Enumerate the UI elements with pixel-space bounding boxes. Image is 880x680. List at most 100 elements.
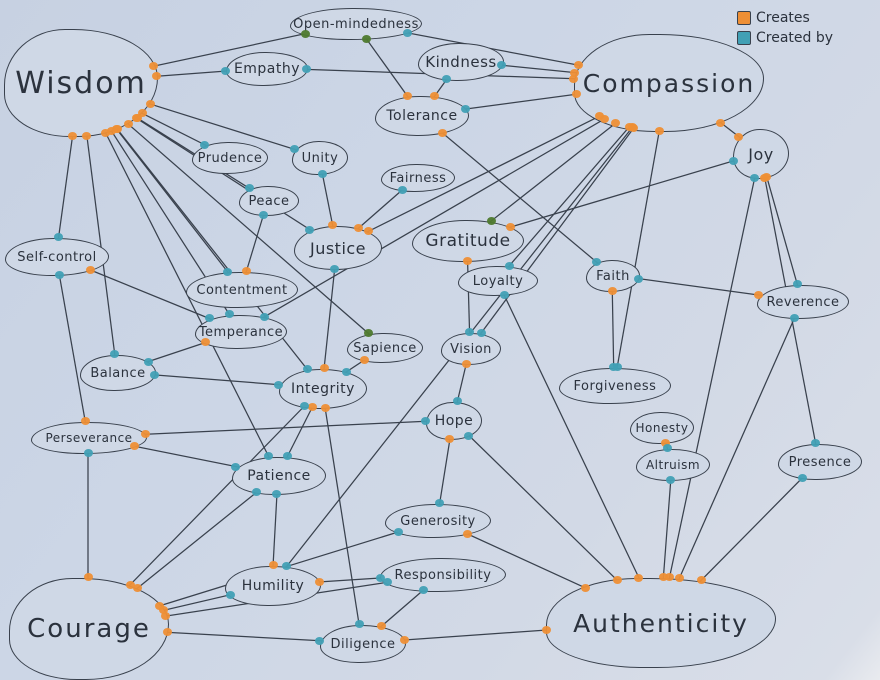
creates-dot bbox=[152, 72, 162, 81]
creates-dot bbox=[161, 612, 171, 621]
node-authenticity: Authenticity bbox=[546, 578, 776, 668]
creates-dot bbox=[696, 576, 706, 585]
creates-dot bbox=[163, 628, 173, 637]
created-by-dot bbox=[110, 350, 120, 359]
created-by-dot bbox=[317, 169, 327, 178]
created-by-dot bbox=[728, 156, 738, 165]
node-self_control: Self-control bbox=[5, 238, 109, 276]
created-by-dot bbox=[305, 225, 315, 234]
creates-dot bbox=[445, 434, 455, 443]
created-by-dot bbox=[54, 233, 64, 242]
edge-line bbox=[496, 279, 661, 623]
creates-dot bbox=[363, 227, 373, 236]
node-loyalty: Loyalty bbox=[458, 266, 538, 296]
node-contentment: Contentment bbox=[186, 272, 298, 308]
created-by-dot bbox=[231, 462, 241, 471]
green-dot bbox=[486, 217, 496, 226]
node-forgiveness: Forgiveness bbox=[559, 368, 671, 404]
creates-dot bbox=[461, 359, 471, 368]
edge-line bbox=[659, 300, 803, 623]
created-by-dot bbox=[420, 417, 430, 426]
creates-dot bbox=[658, 573, 668, 582]
creates-dot bbox=[123, 120, 133, 129]
created-by-dot bbox=[397, 185, 407, 194]
creates-dot bbox=[360, 355, 370, 364]
created-by-dot bbox=[224, 310, 234, 319]
edge-line bbox=[466, 152, 761, 241]
creates-dot bbox=[665, 573, 675, 582]
creates-dot bbox=[140, 430, 150, 439]
creates-swatch-icon bbox=[737, 11, 751, 25]
edge-line bbox=[420, 114, 613, 276]
created-by-dot bbox=[499, 290, 509, 299]
creates-dot bbox=[402, 91, 412, 100]
created-by-dot bbox=[54, 270, 64, 279]
node-open_mindedness: Open-mindedness bbox=[290, 8, 422, 40]
created-by-dot bbox=[476, 329, 486, 338]
created-by-dot bbox=[402, 28, 412, 37]
creates-dot bbox=[571, 90, 581, 99]
creates-dot bbox=[107, 127, 117, 136]
created-by-dot bbox=[435, 499, 445, 508]
created-by-dot bbox=[666, 475, 676, 484]
creates-dot bbox=[542, 625, 552, 634]
created-by-dot bbox=[264, 452, 274, 461]
creates-dot bbox=[595, 112, 605, 121]
creates-dot bbox=[574, 61, 584, 70]
created-by-dot bbox=[222, 267, 232, 276]
creates-dot bbox=[132, 114, 142, 123]
node-tolerance: Tolerance bbox=[375, 96, 469, 136]
created-by-dot bbox=[442, 75, 452, 84]
node-patience: Patience bbox=[232, 457, 326, 495]
creates-dot bbox=[133, 584, 143, 592]
created-by-dot bbox=[259, 210, 268, 219]
creates-dot bbox=[241, 267, 251, 276]
created-by-dot bbox=[299, 402, 309, 411]
node-fairness: Fairness bbox=[381, 164, 455, 192]
edge-line bbox=[321, 387, 363, 644]
created-by-dot bbox=[204, 314, 214, 323]
node-honesty: Honesty bbox=[630, 412, 694, 444]
legend: Creates Created by bbox=[737, 10, 833, 50]
creates-dot bbox=[399, 636, 409, 644]
creates-dot bbox=[82, 131, 92, 140]
creates-dot bbox=[629, 123, 639, 132]
node-altruism: Altruism bbox=[636, 449, 710, 481]
node-courage: Courage bbox=[9, 578, 169, 680]
created-by-dot bbox=[272, 489, 282, 498]
node-vision: Vision bbox=[441, 333, 501, 365]
creates-dot bbox=[149, 62, 159, 71]
created-by-dot bbox=[633, 274, 643, 283]
creates-dot bbox=[68, 131, 78, 140]
creates-dot bbox=[462, 529, 472, 538]
creates-dot bbox=[661, 438, 671, 447]
creates-dot bbox=[83, 573, 93, 581]
creates-dot bbox=[760, 173, 770, 182]
created-by-dot bbox=[792, 280, 802, 289]
creates-dot bbox=[80, 417, 90, 426]
created-by-dot bbox=[452, 397, 462, 406]
created-by-dot bbox=[461, 105, 471, 113]
node-presence: Presence bbox=[778, 444, 862, 480]
created-by-dot bbox=[225, 590, 235, 599]
creates-dot bbox=[716, 118, 726, 127]
created-by-dot bbox=[282, 561, 292, 570]
creates-dot bbox=[570, 68, 580, 77]
creates-dot bbox=[328, 221, 338, 230]
creates-dot bbox=[268, 561, 278, 569]
creates-dot bbox=[607, 286, 617, 295]
edge-line bbox=[79, 81, 279, 476]
created-by-dot bbox=[302, 65, 312, 74]
created-by-dot bbox=[382, 578, 392, 587]
created-by-dot bbox=[750, 173, 760, 182]
edge-line bbox=[659, 152, 761, 623]
created-by-dot bbox=[314, 636, 324, 645]
creates-dot bbox=[568, 74, 578, 83]
created-by-dot bbox=[289, 145, 299, 154]
creates-dot bbox=[430, 91, 440, 100]
node-reverence: Reverence bbox=[757, 285, 849, 319]
created-by-dot bbox=[609, 363, 619, 371]
created-by-dot bbox=[662, 444, 672, 453]
edge-line bbox=[55, 255, 89, 438]
node-wisdom: Wisdom bbox=[4, 29, 158, 137]
